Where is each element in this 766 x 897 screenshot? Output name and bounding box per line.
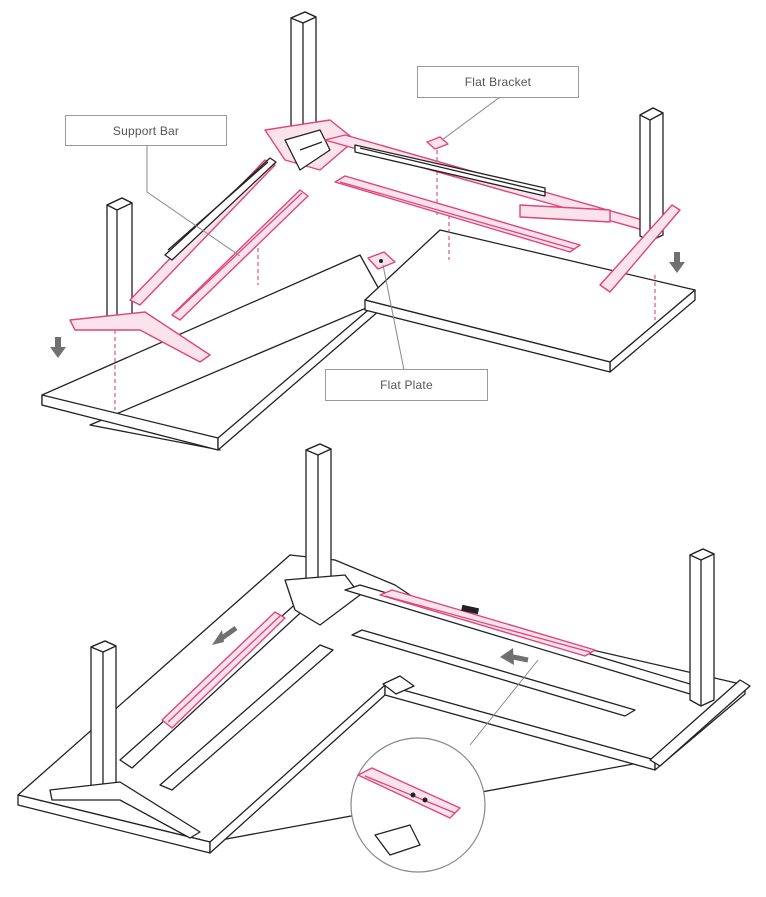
support-bar-leader <box>146 143 241 257</box>
bottom-corner-bracket <box>284 574 361 626</box>
slide-arrow-right-icon <box>500 648 529 665</box>
bottom-right-support-bar <box>379 589 596 657</box>
bottom-flat-bracket <box>461 604 480 615</box>
support-bar-left <box>171 189 309 321</box>
left-foot <box>69 311 211 363</box>
flat-plate-label: Flat Plate <box>380 378 433 392</box>
corner-bracket <box>264 119 356 171</box>
down-arrow-left-icon <box>50 337 66 358</box>
down-arrow-right-icon <box>669 252 685 273</box>
desktop-right-panel <box>364 229 696 373</box>
left-rail <box>164 157 277 261</box>
right-foot <box>599 204 681 293</box>
bottom-left-loose-rail <box>159 644 334 791</box>
bottom-assembly <box>17 443 751 873</box>
bottom-flat-plate <box>382 675 415 695</box>
right-leg <box>639 107 664 242</box>
flat-bracket-label: Flat Bracket <box>464 75 532 89</box>
support-bar-callout: Support Bar <box>65 115 227 146</box>
flat-plate-leader <box>382 264 405 371</box>
right-connector <box>519 204 611 223</box>
flat-bracket-part <box>426 136 449 150</box>
bottom-left-foot <box>49 781 201 839</box>
flat-bracket-callout: Flat Bracket <box>417 66 579 98</box>
slide-arrow-left-icon <box>212 625 238 645</box>
bottom-loose-rail <box>351 629 636 717</box>
bottom-right-foot <box>649 679 751 767</box>
support-bar-label: Support Bar <box>112 123 180 138</box>
bottom-right-leg <box>649 548 751 767</box>
bottom-left-leg <box>49 640 201 839</box>
detail-zoom <box>350 659 539 873</box>
top-assembly <box>41 11 696 451</box>
flat-bracket-leader <box>441 96 501 141</box>
flat-plate-callout: Flat Plate <box>325 369 488 401</box>
left-leg <box>106 197 133 328</box>
bottom-center-leg <box>305 443 332 597</box>
desktop-left-panel <box>41 254 386 451</box>
